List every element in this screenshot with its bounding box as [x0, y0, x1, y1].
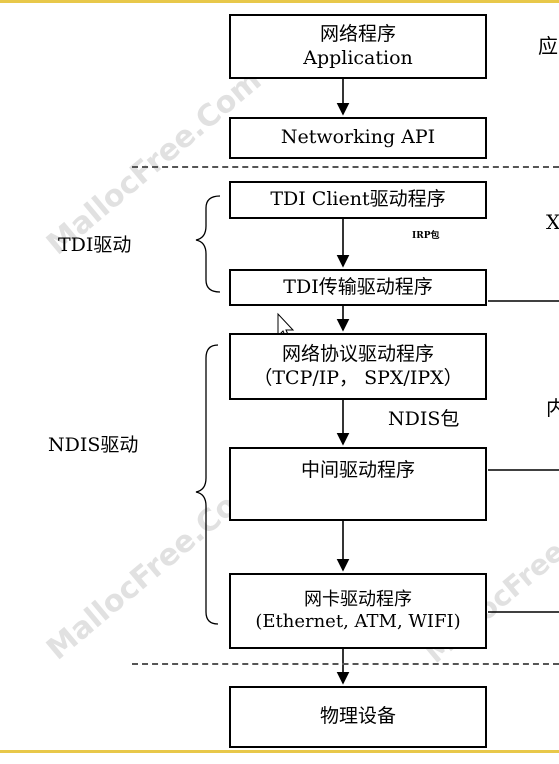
tdi-client-label: TDI Client驱动程序 [270, 188, 446, 211]
intermediate-driver-box: 中间驱动程序 [229, 447, 487, 521]
networking-api-label: Networking API [280, 126, 436, 149]
tdi-transport-label: TDI传输驱动程序 [283, 275, 433, 298]
right-edge-label-x: X [546, 210, 559, 234]
irp-packet-label: IRP包 [412, 231, 440, 241]
right-edge-label-top: 应 [538, 34, 558, 58]
protocol-driver-line2: （TCP/IP， SPX/IPX） [253, 366, 463, 389]
nic-driver-box: 网卡驱动程序 (Ethernet, ATM, WIFI) [229, 573, 487, 649]
tdi-client-box: TDI Client驱动程序 [229, 181, 487, 219]
protocol-driver-box: 网络协议驱动程序 （TCP/IP， SPX/IPX） [229, 333, 487, 400]
application-box-line2: Application [303, 46, 413, 69]
tdi-driver-label: TDI驱动 [58, 234, 132, 256]
intermediate-driver-label: 中间驱动程序 [300, 459, 415, 481]
dashed-separator-bottom [132, 663, 559, 665]
bottom-border-line [0, 750, 559, 753]
protocol-driver-line1: 网络协议驱动程序 [281, 342, 434, 365]
application-box-line1: 网络程序 [319, 22, 396, 45]
nic-driver-line1: 网卡驱动程序 [304, 588, 412, 610]
nic-driver-line2: (Ethernet, ATM, WIFI) [255, 611, 461, 632]
tdi-transport-box: TDI传输驱动程序 [229, 269, 487, 306]
ndis-driver-label: NDIS驱动 [48, 434, 139, 456]
top-border-line [0, 0, 559, 3]
right-edge-label-mid: 内 [546, 396, 559, 420]
application-box: 网络程序 Application [229, 14, 487, 79]
physical-device-box: 物理设备 [229, 686, 487, 748]
dashed-separator-top [132, 166, 559, 168]
ndis-packet-label: NDIS包 [388, 408, 460, 430]
networking-api-box: Networking API [229, 117, 487, 159]
physical-device-label: 物理设备 [319, 705, 396, 728]
